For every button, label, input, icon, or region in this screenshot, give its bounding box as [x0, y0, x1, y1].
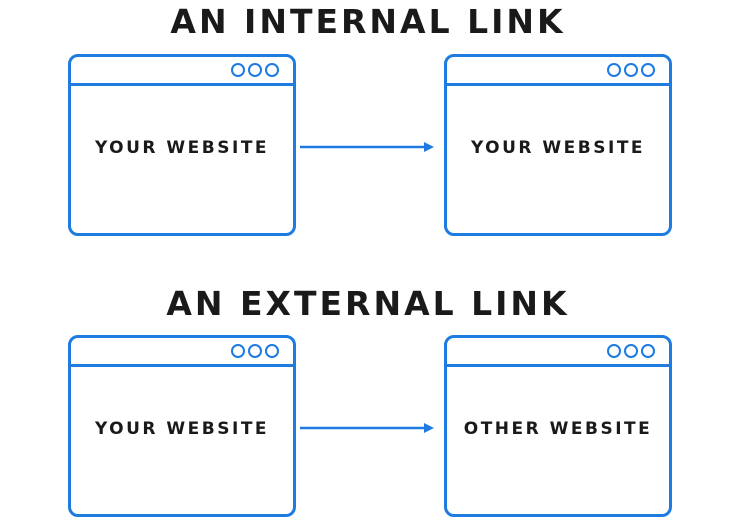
window-controls-icon [231, 63, 279, 77]
window-dot-icon [248, 344, 262, 358]
browser-title-bar [447, 364, 669, 367]
arrow-right-icon [300, 142, 434, 152]
window-dot-icon [231, 63, 245, 77]
target-browser-window-external: OTHER WEBSITE [444, 335, 672, 517]
window-controls-icon [231, 344, 279, 358]
source-website-label: YOUR WEBSITE [94, 419, 270, 439]
arrow-right-icon [300, 423, 434, 433]
window-controls-icon [607, 344, 655, 358]
target-website-label: YOUR WEBSITE [470, 138, 646, 158]
source-browser-window-internal: YOUR WEBSITE [68, 54, 296, 236]
target-website-label: OTHER WEBSITE [463, 419, 653, 439]
target-browser-window-internal: YOUR WEBSITE [444, 54, 672, 236]
window-dot-icon [248, 63, 262, 77]
source-website-label: YOUR WEBSITE [94, 138, 270, 158]
external-link-title: AN EXTERNAL LINK [166, 284, 570, 323]
window-dot-icon [607, 63, 621, 77]
browser-title-bar [71, 364, 293, 367]
window-dot-icon [265, 344, 279, 358]
browser-title-bar [71, 83, 293, 86]
window-dot-icon [641, 344, 655, 358]
window-dot-icon [265, 63, 279, 77]
internal-link-title: AN INTERNAL LINK [170, 2, 566, 41]
window-dot-icon [641, 63, 655, 77]
window-dot-icon [624, 63, 638, 77]
window-dot-icon [607, 344, 621, 358]
window-dot-icon [624, 344, 638, 358]
browser-title-bar [447, 83, 669, 86]
window-controls-icon [607, 63, 655, 77]
window-dot-icon [231, 344, 245, 358]
source-browser-window-external: YOUR WEBSITE [68, 335, 296, 517]
